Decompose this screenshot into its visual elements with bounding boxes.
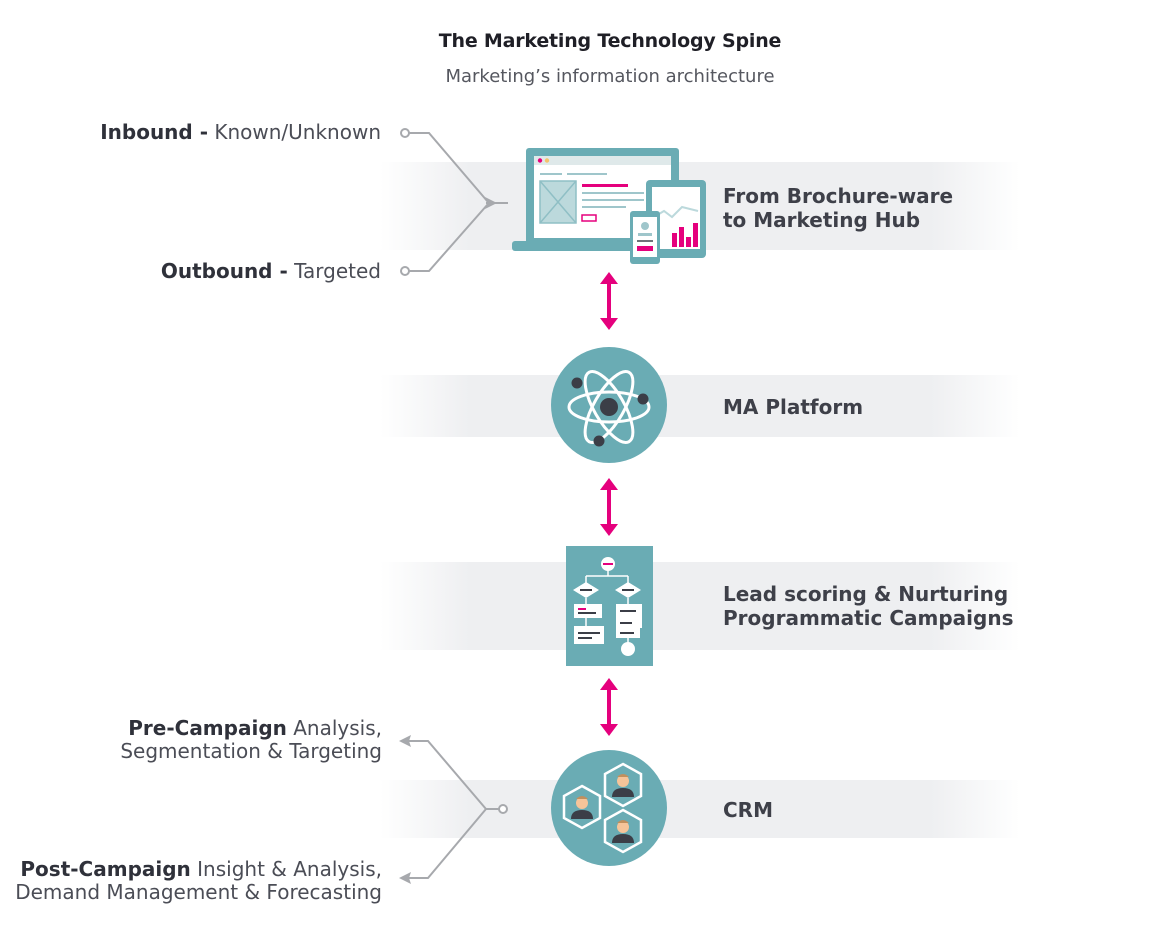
inbound-connector-dot (400, 128, 410, 138)
spine-label-crm: CRM (723, 798, 773, 822)
inbound-label: Inbound - Known/Unknown (100, 120, 381, 144)
spine-label-ma: MA Platform (723, 395, 864, 419)
spine-label-hub: From Brochure-ware to Marketing Hub (723, 184, 954, 232)
website-devices-icon (512, 148, 706, 264)
post-campaign-label: Post-Campaign Insight & Analysis, Demand… (15, 857, 382, 904)
diagram-subtitle: Marketing’s information architecture (445, 66, 775, 87)
crm-connector-dot (498, 804, 508, 814)
flowchart-icon (566, 546, 653, 666)
crm-circle (551, 750, 667, 866)
outbound-label: Outbound - Targeted (160, 259, 381, 283)
spine-label-lead: Lead scoring & Nurturing Programmatic Ca… (723, 582, 1014, 630)
pre-campaign-label: Pre-Campaign Analysis, Segmentation & Ta… (120, 716, 382, 763)
band-lead (380, 562, 1020, 650)
diagram-title: The Marketing Technology Spine (438, 30, 782, 52)
double-arrow-2 (600, 478, 618, 536)
double-arrow-1 (600, 272, 618, 330)
atom-icon (567, 370, 651, 447)
outbound-connector-dot (400, 266, 410, 276)
double-arrow-3 (600, 678, 618, 736)
band-ma (380, 375, 1020, 437)
people-network-icon (562, 762, 643, 854)
post-campaign-arrowhead (399, 872, 411, 884)
hub-input-arrowhead (485, 197, 497, 209)
pre-campaign-arrowhead (399, 735, 411, 747)
